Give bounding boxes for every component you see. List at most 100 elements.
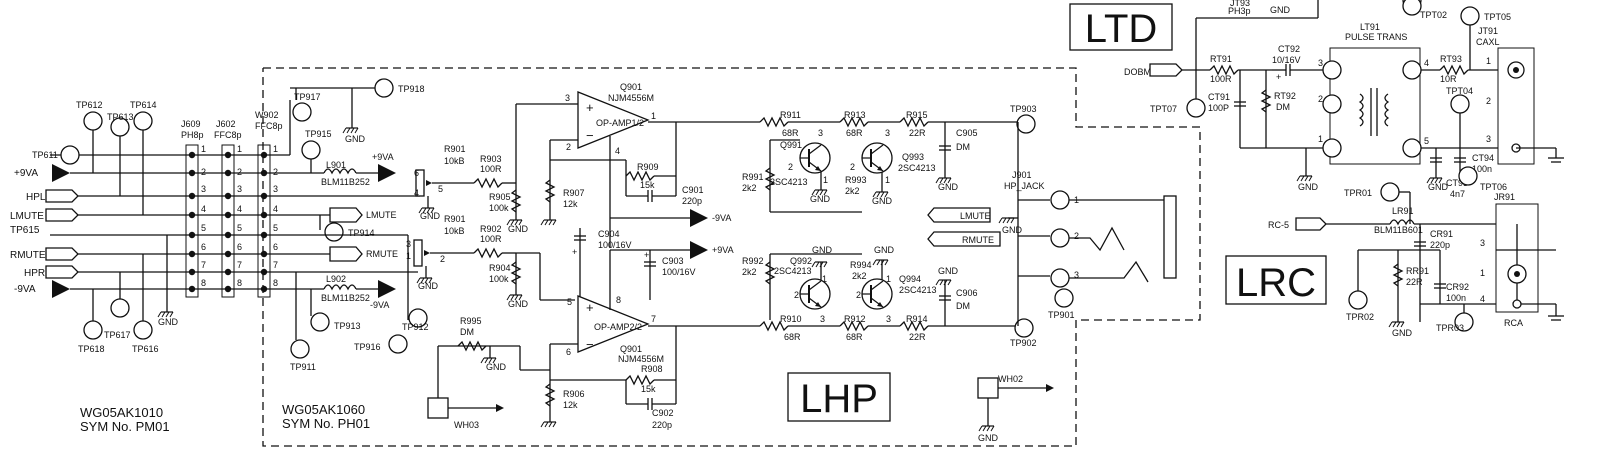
wh03-pad bbox=[427, 397, 449, 419]
svg-text:2: 2 bbox=[788, 162, 793, 172]
svg-text:10/16V: 10/16V bbox=[1272, 55, 1301, 65]
svg-text:C905: C905 bbox=[956, 128, 978, 138]
tp901-marker bbox=[1054, 288, 1074, 308]
l901-coil bbox=[323, 168, 357, 175]
lower-output-stage: RMUTE R992 2k2 Q992 2SC4213 2 1 3 Q994 2… bbox=[742, 231, 1037, 348]
tp611-marker bbox=[60, 145, 80, 165]
tp614-label: TP614 bbox=[130, 100, 157, 110]
svg-text:4: 4 bbox=[1424, 58, 1429, 68]
wh02-pad bbox=[977, 377, 999, 399]
svg-text:GND: GND bbox=[508, 299, 529, 309]
svg-text:3: 3 bbox=[1480, 238, 1485, 248]
l902-ref: L902 bbox=[326, 274, 346, 284]
svg-text:68R: 68R bbox=[846, 332, 863, 342]
tp617-label: TP617 bbox=[104, 330, 131, 340]
j609-connector: J609 PH8p 1 2 3 4 5 6 7 8 bbox=[181, 119, 206, 298]
svg-text:3: 3 bbox=[818, 128, 823, 138]
svg-text:1: 1 bbox=[886, 274, 891, 284]
svg-text:OP-AMP2/2: OP-AMP2/2 bbox=[594, 322, 642, 332]
svg-text:6: 6 bbox=[273, 242, 278, 252]
svg-text:4: 4 bbox=[273, 204, 278, 214]
svg-text:2k2: 2k2 bbox=[845, 186, 860, 196]
svg-text:220p: 220p bbox=[1430, 240, 1450, 250]
pm01-symbol: SYM No. PM01 bbox=[80, 419, 170, 434]
tpt06-marker bbox=[1458, 166, 1478, 186]
svg-text:3: 3 bbox=[1318, 58, 1323, 68]
svg-text:2: 2 bbox=[566, 142, 571, 152]
tp612-marker bbox=[83, 111, 103, 131]
tpt07-label: TPT07 bbox=[1150, 104, 1177, 114]
jr91-frame bbox=[1495, 203, 1539, 313]
tpt04-marker bbox=[1450, 94, 1470, 114]
svg-text:100R: 100R bbox=[480, 234, 502, 244]
svg-text:8: 8 bbox=[237, 278, 242, 288]
svg-text:10R: 10R bbox=[1440, 74, 1457, 84]
svg-text:RMUTE: RMUTE bbox=[366, 249, 398, 259]
svg-text:Q994: Q994 bbox=[899, 274, 921, 284]
svg-text:4: 4 bbox=[414, 188, 419, 198]
j602-connector: J602 FFC8p 1 2 3 4 5 6 7 8 bbox=[214, 119, 242, 298]
tpt05-label: TPT05 bbox=[1484, 12, 1511, 22]
tp912-marker bbox=[408, 308, 428, 328]
jt91-frame bbox=[1497, 47, 1535, 165]
svg-text:JT91: JT91 bbox=[1478, 26, 1498, 36]
svg-text:2: 2 bbox=[1318, 94, 1323, 104]
tp903-marker bbox=[1016, 114, 1036, 134]
j609-ref: J609 bbox=[181, 119, 201, 129]
tpr02-marker bbox=[1348, 290, 1368, 310]
svg-text:5: 5 bbox=[1424, 136, 1429, 146]
svg-text:8: 8 bbox=[616, 295, 621, 305]
svg-text:R913: R913 bbox=[844, 110, 866, 120]
svg-text:2: 2 bbox=[1074, 231, 1079, 241]
svg-text:R901: R901 bbox=[444, 144, 466, 154]
tp612-label: TP612 bbox=[76, 100, 103, 110]
signal-label-tp615: TP615 bbox=[10, 225, 40, 236]
lhp-block-label: LHP bbox=[800, 377, 878, 421]
signal-label-rmute: RMUTE bbox=[10, 250, 46, 261]
tp913-label: TP913 bbox=[334, 321, 361, 331]
svg-text:5: 5 bbox=[237, 223, 242, 233]
svg-text:100k: 100k bbox=[489, 274, 509, 284]
svg-text:CT94: CT94 bbox=[1472, 153, 1494, 163]
svg-text:GND: GND bbox=[938, 182, 959, 192]
svg-text:3: 3 bbox=[820, 314, 825, 324]
svg-text:1: 1 bbox=[651, 111, 656, 121]
r901-volume-pot-upper: R901 10kB 6 4 5 GND bbox=[414, 144, 474, 221]
svg-text:DM: DM bbox=[956, 301, 970, 311]
tp618-marker bbox=[83, 320, 103, 340]
svg-text:LT91: LT91 bbox=[1360, 22, 1380, 32]
hpl-port-icon bbox=[45, 189, 79, 203]
svg-text:5: 5 bbox=[273, 223, 278, 233]
svg-text:+: + bbox=[586, 300, 594, 315]
svg-text:+: + bbox=[572, 247, 577, 257]
r901-volume-pot-lower: R901 10kB 3 1 2 GND bbox=[406, 214, 474, 291]
pm01-signal-area: +9VA HPL LMUTE TP615 RMUTE HPR -9VA bbox=[10, 100, 192, 354]
m9va-supply-arrow-icon bbox=[690, 209, 708, 227]
svg-text:1: 1 bbox=[885, 175, 890, 185]
svg-text:LR91: LR91 bbox=[1392, 206, 1414, 216]
svg-text:JT93: JT93 bbox=[1230, 0, 1250, 8]
tpt04-label: TPT04 bbox=[1446, 86, 1473, 96]
svg-text:CT93: CT93 bbox=[1446, 178, 1468, 188]
svg-text:3: 3 bbox=[886, 314, 891, 324]
svg-text:C904: C904 bbox=[598, 229, 620, 239]
tpr02-label: TPR02 bbox=[1346, 312, 1374, 322]
tp915-label: TP915 bbox=[305, 129, 332, 139]
tp911-marker bbox=[290, 339, 310, 359]
svg-text:RMUTE: RMUTE bbox=[962, 235, 994, 245]
svg-text:R993: R993 bbox=[845, 175, 867, 185]
j609-j602-pins bbox=[188, 151, 232, 293]
dobm-label: DOBM bbox=[1124, 67, 1151, 77]
svg-text:3: 3 bbox=[565, 93, 570, 103]
svg-text:Q901: Q901 bbox=[620, 344, 642, 354]
j602-ref: J602 bbox=[216, 119, 236, 129]
svg-text:1: 1 bbox=[1480, 268, 1485, 278]
p9va-supply-arrow-icon bbox=[690, 241, 708, 259]
svg-text:12k: 12k bbox=[563, 400, 578, 410]
svg-text:R901: R901 bbox=[444, 214, 466, 224]
svg-text:5: 5 bbox=[567, 297, 572, 307]
svg-text:R911: R911 bbox=[780, 110, 801, 120]
svg-text:Q991: Q991 bbox=[780, 140, 802, 150]
tp902-label: TP902 bbox=[1010, 338, 1037, 348]
